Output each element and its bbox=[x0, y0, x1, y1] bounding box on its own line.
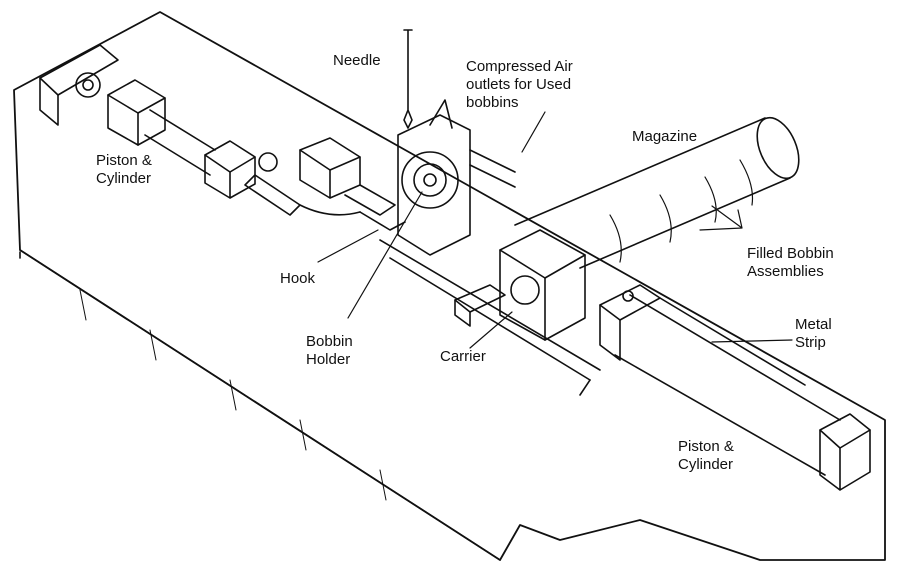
leader-lines bbox=[317, 111, 793, 349]
hook-assembly bbox=[244, 137, 406, 231]
label-needle: Needle bbox=[333, 52, 381, 69]
label-piston-cylinder-left: Piston & Cylinder bbox=[96, 152, 152, 187]
label-metal-strip: Metal Strip bbox=[795, 316, 832, 351]
magazine-tube bbox=[514, 116, 800, 269]
label-bobbin-holder: Bobbin Holder bbox=[306, 333, 353, 368]
label-magazine: Magazine bbox=[632, 128, 698, 145]
rail bbox=[379, 239, 601, 396]
label-compressed-air-outlets: Compressed Air outlets for Used bobbins bbox=[466, 58, 573, 111]
bobbin-holder bbox=[397, 99, 516, 256]
label-piston-cylinder-right: Piston & Cylinder bbox=[678, 438, 734, 473]
needle-drawing bbox=[403, 29, 413, 129]
carrier-block bbox=[454, 229, 586, 341]
label-filled-bobbin-assemblies: Filled Bobbin Assemblies bbox=[747, 245, 834, 280]
label-hook: Hook bbox=[280, 270, 316, 287]
left-end-bracket bbox=[39, 44, 119, 126]
left-piston-cylinder bbox=[107, 79, 256, 199]
label-carrier: Carrier bbox=[440, 348, 486, 365]
base-plate bbox=[13, 11, 886, 561]
